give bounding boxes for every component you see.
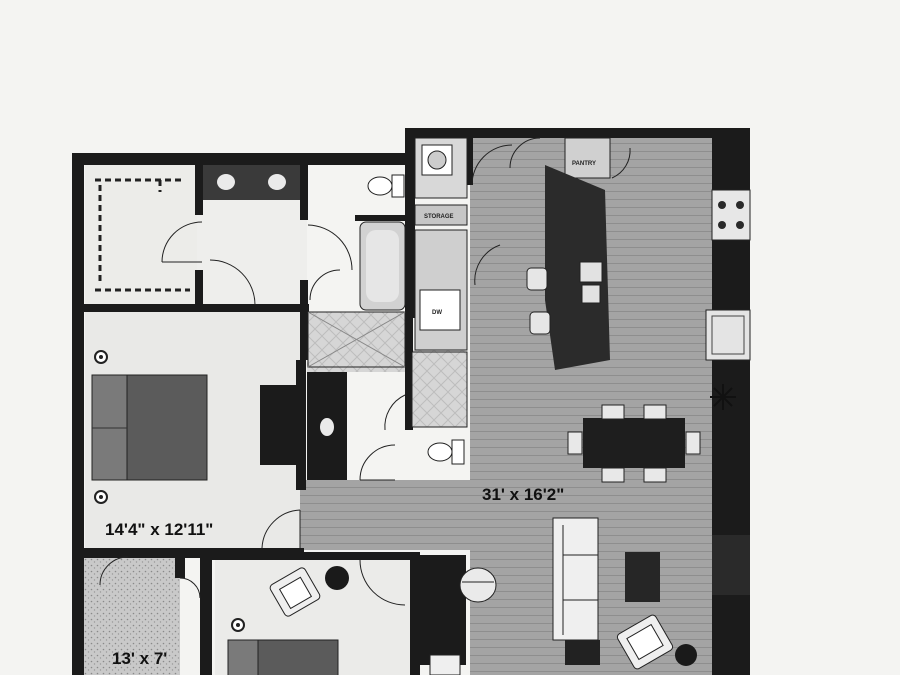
- hall-toilet-icon: [427, 442, 453, 462]
- dining-table-icon: [583, 418, 685, 468]
- range-icon: [711, 189, 751, 241]
- pantry-label: PANTRY: [572, 161, 596, 167]
- dryer-icon: [419, 289, 461, 331]
- storage-label: STORAGE: [424, 214, 454, 220]
- hall-shower-icon: [411, 351, 468, 428]
- walls: [72, 128, 750, 675]
- laundry-storage: STORAGE DW: [320, 137, 513, 481]
- washer-dryer-label: DW: [432, 310, 442, 316]
- refrigerator-icon: [705, 309, 751, 361]
- master-bedroom: [91, 350, 301, 549]
- closet-dimensions: 13' x 7': [112, 649, 167, 668]
- armchair-icon: [269, 567, 321, 617]
- toilet-icon: [367, 176, 393, 196]
- living-furniture: [459, 517, 697, 670]
- sink-icon: [268, 174, 286, 190]
- closet-floor: [82, 557, 180, 675]
- bar-stool-icon: [526, 267, 551, 335]
- living-floor-west: [300, 480, 480, 550]
- kitchen: PANTRY: [509, 137, 751, 410]
- armchair-icon: [616, 614, 674, 670]
- master-bedroom-dimensions: 14'4" x 12'11": [105, 520, 213, 539]
- walk-in-closet-floor: [85, 165, 197, 305]
- master-bath: [161, 165, 406, 368]
- sink-icon: [217, 174, 235, 190]
- plant-icon: [710, 384, 736, 410]
- sofa-icon: [552, 517, 599, 641]
- round-chair-icon: [459, 567, 497, 603]
- side-table-icon: [625, 552, 660, 602]
- island-sink-icon: [579, 261, 603, 283]
- closet-shelving: [95, 178, 190, 292]
- hall-sink-icon: [320, 418, 334, 436]
- kitchen-island: [545, 165, 610, 370]
- living-room-dimensions: 31' x 16'2": [482, 485, 564, 504]
- dining-set: [567, 404, 701, 483]
- second-bedroom: [227, 559, 461, 675]
